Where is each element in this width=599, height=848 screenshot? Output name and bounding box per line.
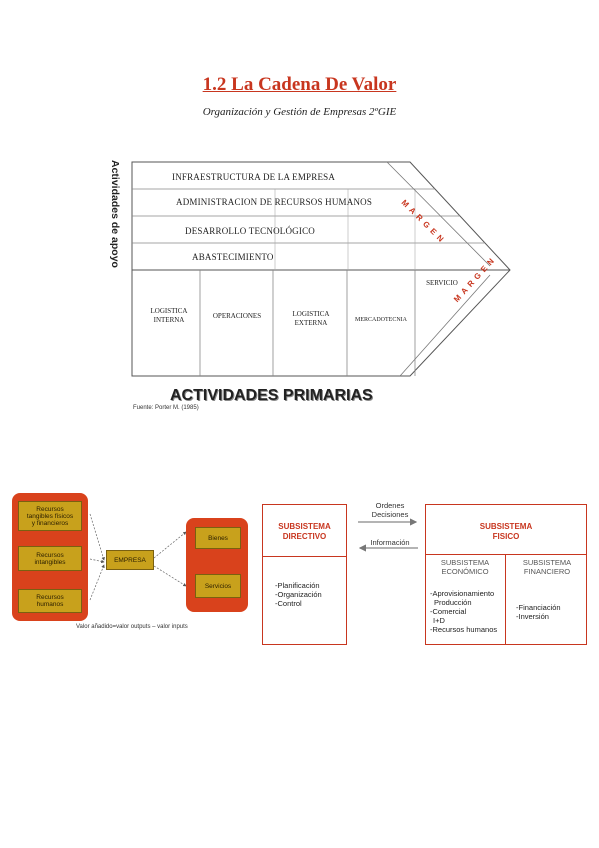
- support-row-rrhh: ADMINISTRACION DE RECURSOS HUMANOS: [176, 197, 372, 207]
- value-chain-frame: INFRAESTRUCTURA DE LA EMPRESA ADMINISTRA…: [131, 161, 511, 377]
- support-row-desarrollo: DESARROLLO TECNOLÓGICO: [185, 226, 315, 236]
- primary-col-operaciones: OPERACIONES: [212, 312, 262, 320]
- value-added-caption: Valor añadido=valor outputs – valor inpu…: [76, 624, 188, 630]
- fisico-vertical-divider: [505, 554, 506, 645]
- support-row-abastecimiento: ABASTECIMIENTO: [192, 252, 274, 262]
- output-servicios: Servicios: [195, 574, 241, 598]
- economico-items: -Aprovisionamiento Producción -Comercial…: [430, 589, 497, 634]
- financiero-item: -Financiación: [516, 603, 561, 612]
- directivo-item: -Planificación: [275, 581, 320, 590]
- economico-item: -Aprovisionamiento: [430, 589, 495, 598]
- value-chain-diagram: INFRAESTRUCTURA DE LA EMPRESA ADMINISTRA…: [110, 150, 530, 425]
- economico-item: I+D: [433, 616, 445, 625]
- directivo-items: -Planificación -Organización -Control: [275, 581, 322, 608]
- primary-activities-label: ACTIVIDADES PRIMARIAS: [170, 387, 373, 404]
- source-note: Fuente: Porter M. (1985): [133, 405, 199, 411]
- primary-col-mercadotecnia: MERCADOTECNIA: [355, 317, 407, 323]
- subsistema-directivo-box: [262, 504, 347, 645]
- subsystem-arrows: [358, 518, 418, 552]
- page-subtitle: Organización y Gestión de Empresas 2ºGIE: [202, 106, 397, 118]
- financiero-items: -Financiación -Inversión: [516, 603, 561, 621]
- economico-item: Producción: [434, 598, 472, 607]
- economico-item: -Comercial: [430, 607, 467, 616]
- informacion-label: Información: [370, 538, 410, 547]
- resource-flow-arrows: [89, 513, 187, 601]
- page-title: 1.2 La Cadena De Valor: [202, 74, 397, 95]
- directivo-divider: [262, 556, 347, 557]
- financiero-item: -Inversión: [516, 612, 549, 621]
- economico-item: -Recursos humanos: [430, 625, 498, 634]
- support-activities-label: Actividades de apoyo: [109, 160, 121, 268]
- fisico-divider: [425, 554, 587, 555]
- empresa-box: EMPRESA: [106, 550, 154, 570]
- primary-col-servicio: SERVICIO: [426, 279, 458, 287]
- output-bienes: Bienes: [195, 527, 241, 549]
- support-row-infraestructura: INFRAESTRUCTURA DE LA EMPRESA: [172, 172, 335, 182]
- subsistema-fisico-box: [425, 504, 587, 645]
- directivo-item: -Control: [275, 599, 302, 608]
- directivo-item: -Organización: [275, 590, 322, 599]
